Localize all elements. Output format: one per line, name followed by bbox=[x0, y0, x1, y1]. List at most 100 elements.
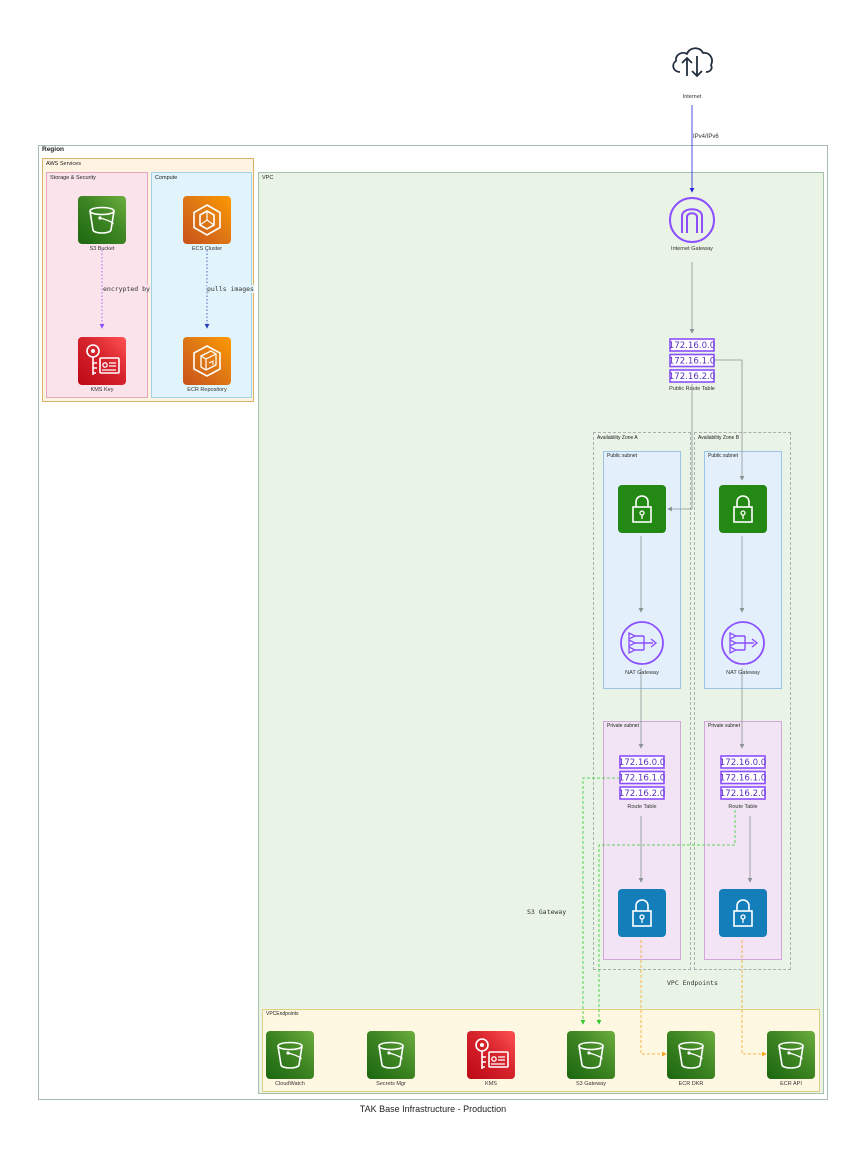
az-b-group bbox=[694, 432, 791, 970]
cloud-upload-download-icon bbox=[672, 47, 713, 78]
route-entry-text: 172.16.2.0 bbox=[720, 789, 766, 799]
endpoint-s3-node[interactable] bbox=[567, 1031, 615, 1079]
kms-key-icon bbox=[86, 344, 120, 375]
s3-bucket-icon bbox=[277, 1041, 303, 1069]
edge-private-b-ecrapi bbox=[741, 940, 767, 1057]
route-entry-box bbox=[669, 353, 715, 368]
public-route-table-label: Public Route Table bbox=[669, 386, 715, 392]
edge-route-subnet-b bbox=[714, 359, 745, 481]
edge-label-vpc-endpoints: VPC Endpoints bbox=[667, 979, 718, 987]
private-subnet-b-title: Private subnet bbox=[708, 723, 740, 729]
route-entry-box bbox=[619, 786, 665, 800]
s3-bucket-icon bbox=[578, 1041, 604, 1069]
endpoint-ecr-api-label: ECR API bbox=[780, 1081, 802, 1087]
nat-gateway-b-label: NAT Gateway bbox=[726, 670, 760, 676]
az-b-title: Availability Zone B bbox=[698, 435, 740, 441]
edge-label-encrypted-by: encrypted by bbox=[103, 285, 150, 293]
route-table-icon: 172.16.0.0 172.16.1.0 172.16.2.0 bbox=[669, 338, 715, 389]
public-subnet-a-title: Public subnet bbox=[607, 453, 638, 459]
public-subnet-a-node[interactable] bbox=[618, 485, 666, 533]
edge-route-b-s3gw bbox=[596, 810, 736, 1025]
region-title: Region bbox=[42, 146, 65, 153]
route-entry-box bbox=[720, 786, 766, 800]
endpoint-cloudwatch-node[interactable] bbox=[266, 1031, 314, 1079]
edge-private-a-ecrdkr bbox=[640, 940, 667, 1057]
kms-key-node[interactable] bbox=[78, 337, 126, 385]
padlock-icon bbox=[733, 899, 753, 927]
internet-label: Internet bbox=[682, 94, 702, 100]
nat-gateway-a-node[interactable] bbox=[618, 619, 666, 667]
nat-gateway-a-label: NAT Gateway bbox=[625, 670, 659, 676]
route-entry-text: 172.16.1.0 bbox=[669, 357, 715, 367]
endpoint-kms-node[interactable] bbox=[467, 1031, 515, 1079]
s3-bucket-icon bbox=[678, 1041, 704, 1069]
public-subnet-b-node[interactable] bbox=[719, 485, 767, 533]
endpoint-ecr-dkr-node[interactable] bbox=[667, 1031, 715, 1079]
az-a-group bbox=[593, 432, 691, 970]
edge-label-s3-gateway: S3 Gateway bbox=[527, 908, 567, 916]
padlock-icon bbox=[632, 899, 652, 927]
kms-key-icon bbox=[475, 1038, 509, 1069]
route-entry-text: 172.16.0.0 bbox=[619, 758, 665, 768]
route-table-a-node[interactable]: 172.16.0.0 172.16.1.0 172.16.2.0 bbox=[619, 755, 665, 801]
endpoint-ecr-api-node[interactable] bbox=[767, 1031, 815, 1079]
s3-bucket-icon bbox=[378, 1041, 404, 1069]
vpc-title: VPC bbox=[262, 175, 274, 181]
route-entry-text: 172.16.1.0 bbox=[619, 774, 665, 784]
padlock-icon bbox=[632, 495, 652, 523]
vpc-endpoints-title: VPCEndpoints bbox=[266, 1011, 299, 1017]
internet-gateway-node[interactable] bbox=[668, 196, 716, 244]
ecr-repository-icon bbox=[193, 345, 221, 377]
nat-gateway-icon bbox=[620, 621, 664, 665]
ecs-cluster-node[interactable] bbox=[183, 196, 231, 244]
route-table-b-label: Route Table bbox=[728, 804, 758, 810]
public-subnet-b-title: Public subnet bbox=[708, 453, 739, 459]
ecr-repository-node[interactable] bbox=[183, 337, 231, 385]
route-entry-text: 172.16.0.0 bbox=[669, 341, 715, 351]
route-table-a-label: Route Table bbox=[627, 804, 657, 810]
s3-bucket-node[interactable] bbox=[78, 196, 126, 244]
public-route-table-node[interactable]: 172.16.0.0 172.16.1.0 172.16.2.0 bbox=[669, 338, 715, 384]
kms-key-label: KMS Key bbox=[90, 387, 114, 393]
s3-bucket-icon bbox=[778, 1041, 804, 1069]
aws-services-title: AWS Services bbox=[46, 161, 81, 167]
nat-gateway-b-node[interactable] bbox=[719, 619, 767, 667]
vpc-endpoints-group bbox=[262, 1009, 820, 1092]
route-entry-box bbox=[619, 755, 665, 769]
ecs-cluster-icon bbox=[193, 204, 221, 236]
internet-gateway-icon bbox=[669, 197, 715, 243]
route-entry-box bbox=[720, 755, 766, 769]
route-entry-box bbox=[720, 770, 766, 785]
endpoint-cloudwatch-label: CloudWatch bbox=[275, 1081, 305, 1087]
endpoint-s3-label: S3 Gateway bbox=[576, 1081, 606, 1087]
private-subnet-b-node[interactable] bbox=[719, 889, 767, 937]
padlock-icon bbox=[733, 495, 753, 523]
edge-route-subnet-a bbox=[667, 384, 693, 512]
s3-bucket-icon bbox=[89, 206, 115, 234]
route-entry-box bbox=[669, 338, 715, 352]
route-entry-text: 172.16.2.0 bbox=[669, 372, 715, 382]
private-subnet-a-node[interactable] bbox=[618, 889, 666, 937]
private-subnet-a-title: Private subnet bbox=[607, 723, 639, 729]
nat-gateway-icon bbox=[721, 621, 765, 665]
endpoint-secrets-label: Secrets Mgr bbox=[376, 1081, 406, 1087]
route-entry-text: 172.16.1.0 bbox=[720, 774, 766, 784]
endpoint-ecr-dkr-label: ECR DKR bbox=[678, 1081, 704, 1087]
compute-title: Compute bbox=[155, 175, 178, 181]
diagram-title: TAK Base Infrastructure - Production bbox=[359, 1104, 507, 1114]
route-entry-text: 172.16.2.0 bbox=[619, 789, 665, 799]
internet-node[interactable] bbox=[668, 42, 716, 82]
route-table-icon: 172.16.0.0 172.16.1.0 172.16.2.0 bbox=[619, 755, 665, 806]
az-a-title: Availability Zone A bbox=[597, 435, 638, 441]
storage-security-title: Storage & Security bbox=[50, 175, 96, 181]
edge-route-a-s3gw bbox=[580, 777, 620, 1025]
ecr-repository-label: ECR Repository bbox=[187, 387, 227, 393]
s3-bucket-label: S3 Bucket bbox=[89, 246, 115, 252]
endpoint-kms-label: KMS bbox=[485, 1081, 497, 1087]
route-entry-box bbox=[669, 369, 715, 383]
edge-label-ipv4-ipv6: IPv4/IPv6 bbox=[693, 134, 719, 140]
endpoint-secrets-node[interactable] bbox=[367, 1031, 415, 1079]
